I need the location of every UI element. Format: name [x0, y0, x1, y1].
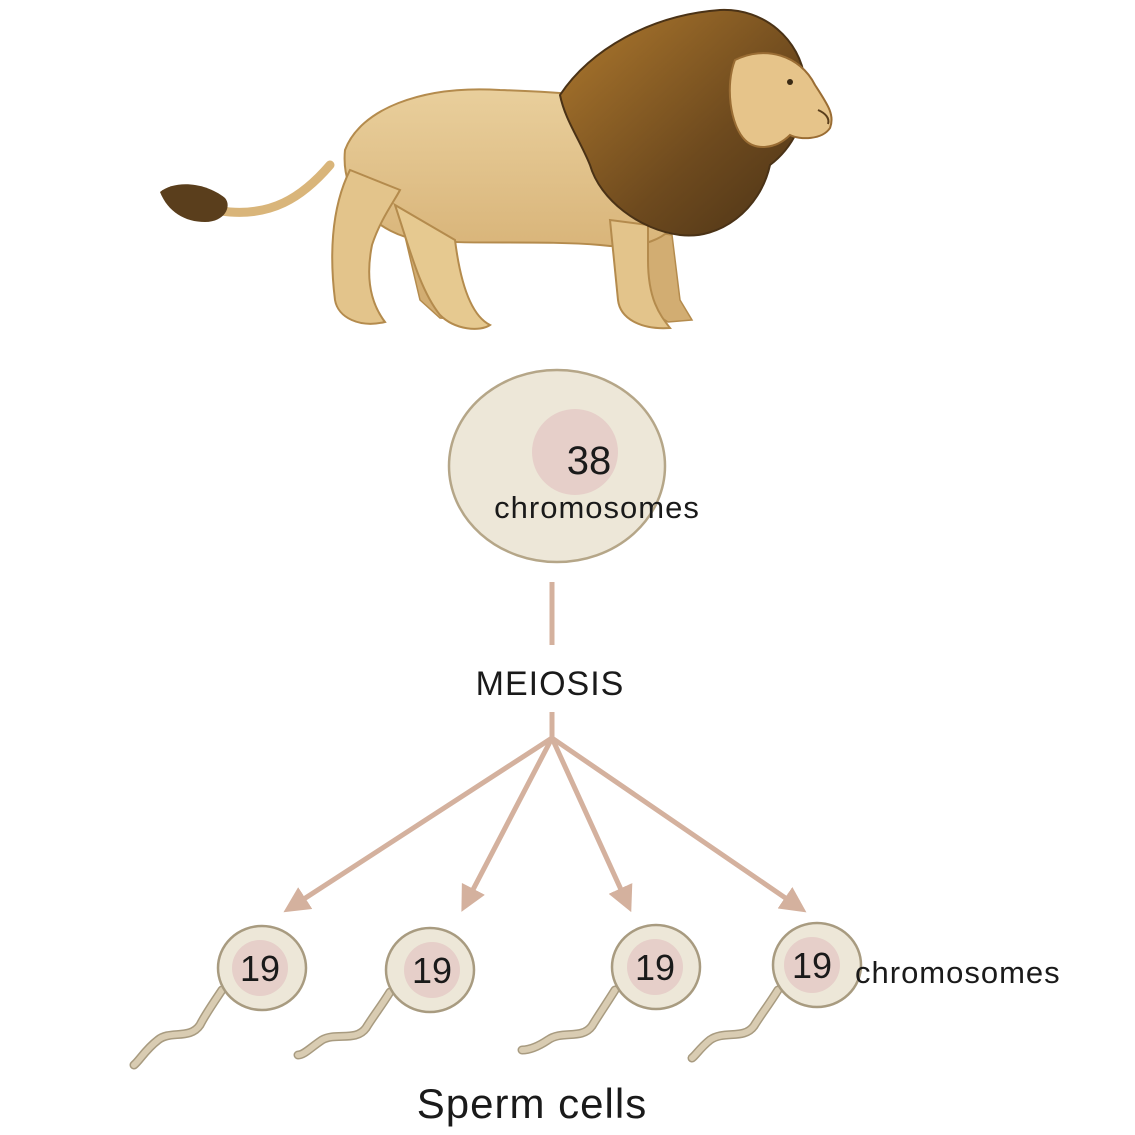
arrow-4	[549, 735, 807, 913]
parent-chromosome-count: 38	[567, 439, 612, 483]
arrow-3	[549, 735, 633, 913]
arrow-2	[461, 735, 555, 912]
sperm-cell-1: 19	[129, 924, 308, 1070]
parent-chromosome-unit: chromosomes	[494, 490, 700, 525]
sperm-cell-4: 19	[687, 921, 863, 1063]
arrows	[283, 735, 807, 913]
parent-nucleus	[532, 409, 618, 495]
sperm-cell-3: 19	[517, 923, 702, 1055]
sperm-cell-2: 19	[293, 926, 476, 1060]
sperm-count-3: 19	[635, 947, 675, 988]
sperm-count-4: 19	[792, 945, 832, 986]
process-label: MEIOSIS	[476, 665, 625, 703]
lion-icon	[160, 8, 833, 330]
daughter-chromosome-unit: chromosomes	[855, 955, 1061, 990]
parent-cell: 38 chromosomes	[447, 368, 700, 564]
sperm-count-1: 19	[240, 948, 280, 989]
sperm-count-2: 19	[412, 950, 452, 991]
caption: Sperm cells	[417, 1080, 647, 1127]
arrow-1	[283, 735, 555, 913]
